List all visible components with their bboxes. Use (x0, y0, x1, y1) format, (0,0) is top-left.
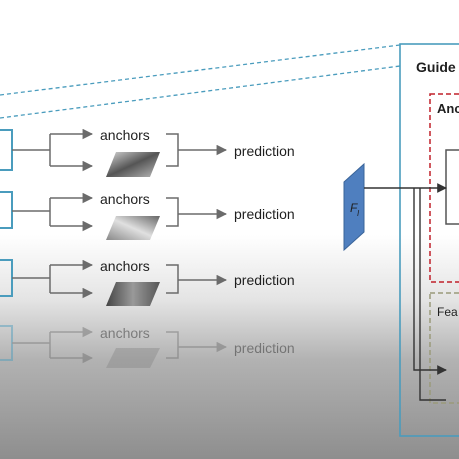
projection-line-bottom (0, 65, 401, 119)
inner-module-box (445, 149, 459, 225)
feature-map-label: F (350, 201, 358, 215)
feature-adaption-box (429, 292, 459, 404)
level-box-2 (0, 191, 13, 229)
level-box-4 (0, 325, 13, 361)
feature-box-label: Fea (437, 305, 458, 319)
feature-map-FI: F I (343, 162, 365, 252)
feature-map-subscript: I (357, 209, 360, 218)
level-box-1 (0, 129, 13, 171)
projection-line-top (0, 44, 401, 96)
pyramid-row-4: anchors prediction (0, 325, 295, 368)
anchors-label-1: anchors (100, 127, 150, 143)
prediction-label-1: prediction (234, 143, 295, 159)
anchors-label-2: anchors (100, 191, 150, 207)
pyramid-row-2: anchors prediction (0, 191, 295, 240)
anchors-label-3: anchors (100, 258, 150, 274)
level-box-3 (0, 259, 13, 297)
fi-branch-line (413, 188, 447, 375)
pyramid-row-3: anchors prediction (0, 258, 295, 306)
heatmap-3 (106, 282, 160, 306)
prediction-label-4: prediction (234, 340, 295, 356)
heatmap-2 (106, 216, 160, 240)
prediction-label-3: prediction (234, 272, 295, 288)
heatmap-4 (106, 348, 160, 368)
pyramid-row-1: anchors prediction (0, 127, 295, 177)
anchor-box-label: Anc (437, 101, 459, 116)
guided-panel-title: Guide (416, 59, 456, 75)
guided-anchoring-panel: Guide Anc Fea (399, 43, 459, 437)
heatmap-1 (106, 152, 160, 177)
anchors-label-4: anchors (100, 325, 150, 341)
fi-branch-line-2 (419, 188, 446, 401)
prediction-label-2: prediction (234, 206, 295, 222)
